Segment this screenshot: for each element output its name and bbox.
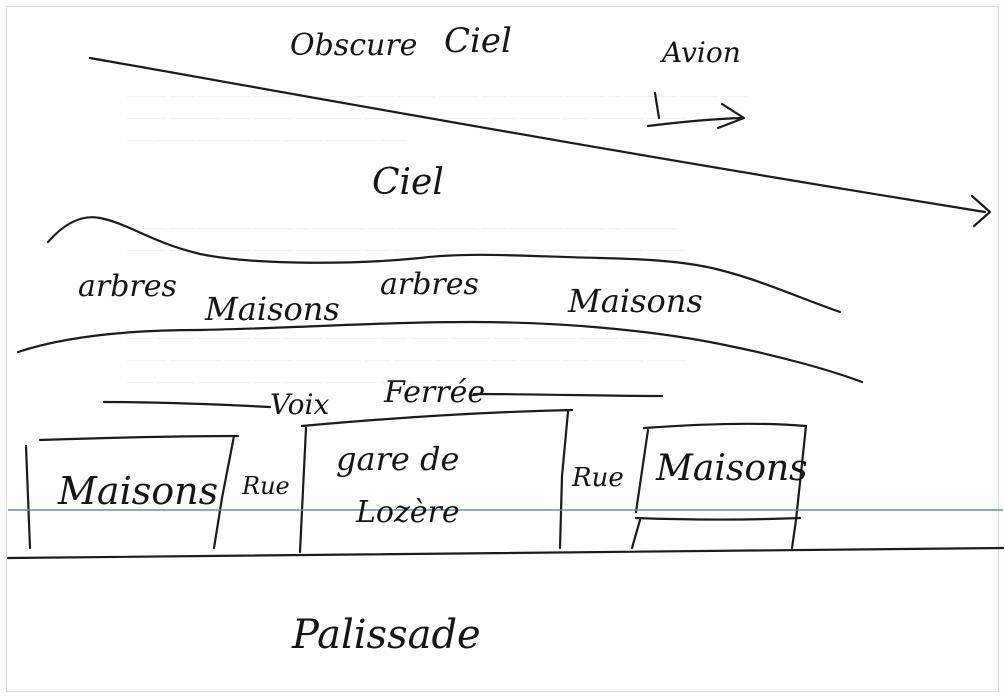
label-ciel-top: Ciel (444, 21, 512, 61)
show-through-line: ​——— ———— —— ——— ————— —— ——— ———— —— ——… (127, 242, 686, 257)
ground-line (6, 546, 1005, 560)
label-ciel-middle: Ciel (372, 162, 444, 203)
label-obscure: Obscure (290, 28, 417, 63)
show-through-line: ​—— ——— ———— —— ——— ———— —— ——— ——— —— —… (127, 330, 703, 345)
sky-diagonal-line (88, 56, 987, 214)
show-through-line: ​—— ——— ———— —— ——— ———— —— (127, 132, 407, 147)
diagonal-arrowhead (970, 194, 992, 228)
show-through-line: ​——— —— ———— ——— — ———— —— ——— ——— —— ——… (127, 220, 677, 235)
show-through-line: ​—— ——— ———— —— ——— ———— —— ——— (127, 374, 449, 389)
label-avion: Avion (659, 36, 741, 69)
avion-direction-arrow (646, 91, 746, 130)
label-ferree: Ferrée (383, 375, 485, 410)
station-block (298, 408, 574, 554)
left-house-block (24, 434, 240, 550)
paper-sheet: ​——— —— ———— ——— — ———— —— ——— ——— —— ——… (6, 6, 999, 692)
houses-band-lower-line (16, 320, 864, 384)
railway-line-right (472, 392, 664, 398)
label-arbres-left: arbres (78, 269, 177, 304)
label-rue-right: Rue (571, 463, 624, 493)
label-arbres-center: arbres (380, 267, 479, 302)
label-maisons-upper-right: Maisons (567, 282, 703, 320)
tree-line (46, 216, 842, 314)
show-through-line: ​——— ———— —— ——— ————— —— ——— ———— —— ——… (127, 352, 686, 367)
label-voie: Voix (270, 388, 329, 421)
railway-line-left (102, 400, 272, 409)
label-gare-line1: gare de (336, 440, 459, 478)
right-house-block (630, 422, 808, 550)
label-maisons-box-right: Maisons (655, 448, 808, 489)
label-maisons-box-left: Maisons (57, 469, 218, 513)
label-palissade: Palissade (291, 612, 481, 658)
label-rue-left: Rue (241, 472, 290, 500)
label-gare-line2: Lozère (355, 495, 460, 530)
label-maisons-upper-left: Maisons (204, 290, 340, 328)
show-through-line: ​——— ———— —— ——— ————— —— ——— ———— —— ——… (127, 110, 686, 125)
